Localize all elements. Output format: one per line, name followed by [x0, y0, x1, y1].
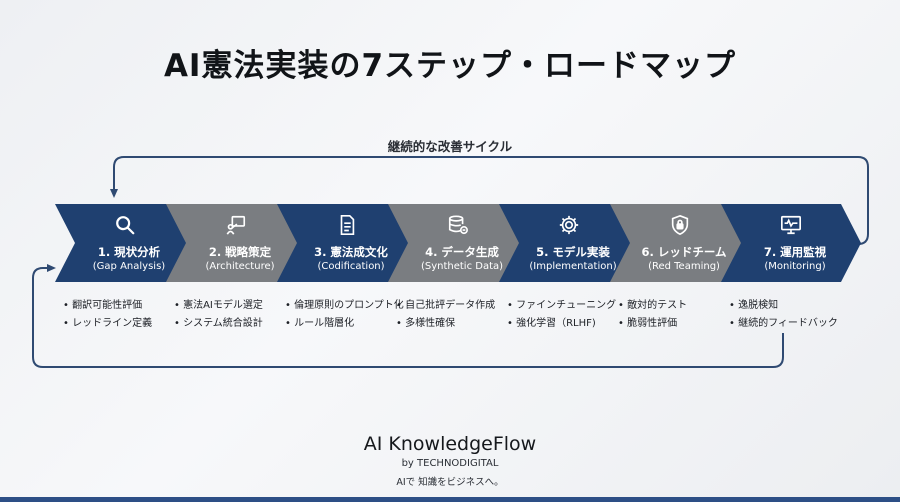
- step-name: 1. 現状分析: [97, 245, 161, 259]
- bottom-accent-bar: [0, 497, 900, 502]
- step-1-gap-analysis: 1. 現状分析 (Gap Analysis): [55, 204, 195, 282]
- step-4-synthetic-data: 4. データ生成 (Synthetic Data): [388, 204, 528, 282]
- bullet-item: 憲法AIモデル選定: [174, 297, 309, 315]
- brand-tagline: AIで 知識をビジネスへ。: [396, 477, 504, 488]
- step-english: (Implementation): [529, 261, 617, 272]
- step-1-bullets: 翻訳可能性評価 レッドライン定義: [63, 297, 198, 333]
- step-5-bullets: ファインチューニング 強化学習（RLHF): [507, 297, 642, 333]
- step-name: 7. 運用監視: [763, 245, 827, 259]
- bullet-item: 逸脱検知: [729, 297, 864, 315]
- search-icon: [55, 214, 195, 238]
- step-2-bullets: 憲法AIモデル選定 システム統合設計: [174, 297, 309, 333]
- step-5-implementation: 5. モデル実装 (Implementation): [499, 204, 639, 282]
- brand-sub: by TECHNODIGITAL: [401, 458, 499, 469]
- bullet-item: システム統合設計: [174, 315, 309, 333]
- step-3-codification: 3. 憲法成文化 (Codification): [277, 204, 417, 282]
- step-name: 2. 戦略策定: [208, 245, 272, 259]
- step-english: (Red Teaming): [648, 261, 720, 272]
- brand-name: AI KnowledgeFlow: [363, 433, 537, 455]
- monitor-pulse-icon: [721, 214, 861, 238]
- step-3-bullets: 倫理原則のプロンプト化 ルール階層化: [285, 297, 420, 333]
- step-name: 3. 憲法成文化: [314, 245, 388, 259]
- bullet-item: 継続的フィードバック: [729, 315, 864, 333]
- step-english: (Gap Analysis): [92, 261, 166, 272]
- bullet-item: 自己批評データ作成: [396, 297, 531, 315]
- bullet-item: ルール階層化: [285, 315, 420, 333]
- bullet-item: 敵対的テスト: [618, 297, 753, 315]
- bullet-item: 多様性確保: [396, 315, 531, 333]
- step-english: (Architecture): [205, 261, 275, 272]
- bullet-item: 強化学習（RLHF): [507, 315, 642, 333]
- step-6-red-teaming: 6. レッドチーム (Red Teaming): [610, 204, 750, 282]
- step-7-monitoring: 7. 運用監視 (Monitoring): [721, 204, 861, 282]
- bullet-item: 脆弱性評価: [618, 315, 753, 333]
- bullet-item: 倫理原則のプロンプト化: [285, 297, 420, 315]
- gear-icon: [499, 214, 639, 238]
- page-title: AI憲法実装の7ステップ・ロードマップ: [163, 48, 737, 84]
- bullet-item: レッドライン定義: [63, 315, 198, 333]
- step-name: 4. データ生成: [425, 245, 499, 259]
- document-icon: [277, 214, 417, 238]
- bullet-item: ファインチューニング: [507, 297, 642, 315]
- step-english: (Monitoring): [764, 261, 826, 272]
- step-name: 5. モデル実装: [536, 245, 610, 259]
- step-7-bullets: 逸脱検知 継続的フィードバック: [729, 297, 864, 333]
- step-english: (Codification): [317, 261, 385, 272]
- step-6-bullets: 敵対的テスト 脆弱性評価: [618, 297, 753, 333]
- loop-label: 継続的な改善サイクル: [387, 139, 513, 154]
- step-name: 6. レッドチーム: [641, 245, 727, 259]
- lock-icon: [610, 214, 750, 238]
- step-4-bullets: 自己批評データ作成 多様性確保: [396, 297, 531, 333]
- bullet-item: 翻訳可能性評価: [63, 297, 198, 315]
- step-2-architecture: 2. 戦略策定 (Architecture): [166, 204, 306, 282]
- database-refresh-icon: [388, 214, 528, 238]
- step-english: (Synthetic Data): [420, 261, 504, 272]
- presentation-icon: [166, 214, 306, 238]
